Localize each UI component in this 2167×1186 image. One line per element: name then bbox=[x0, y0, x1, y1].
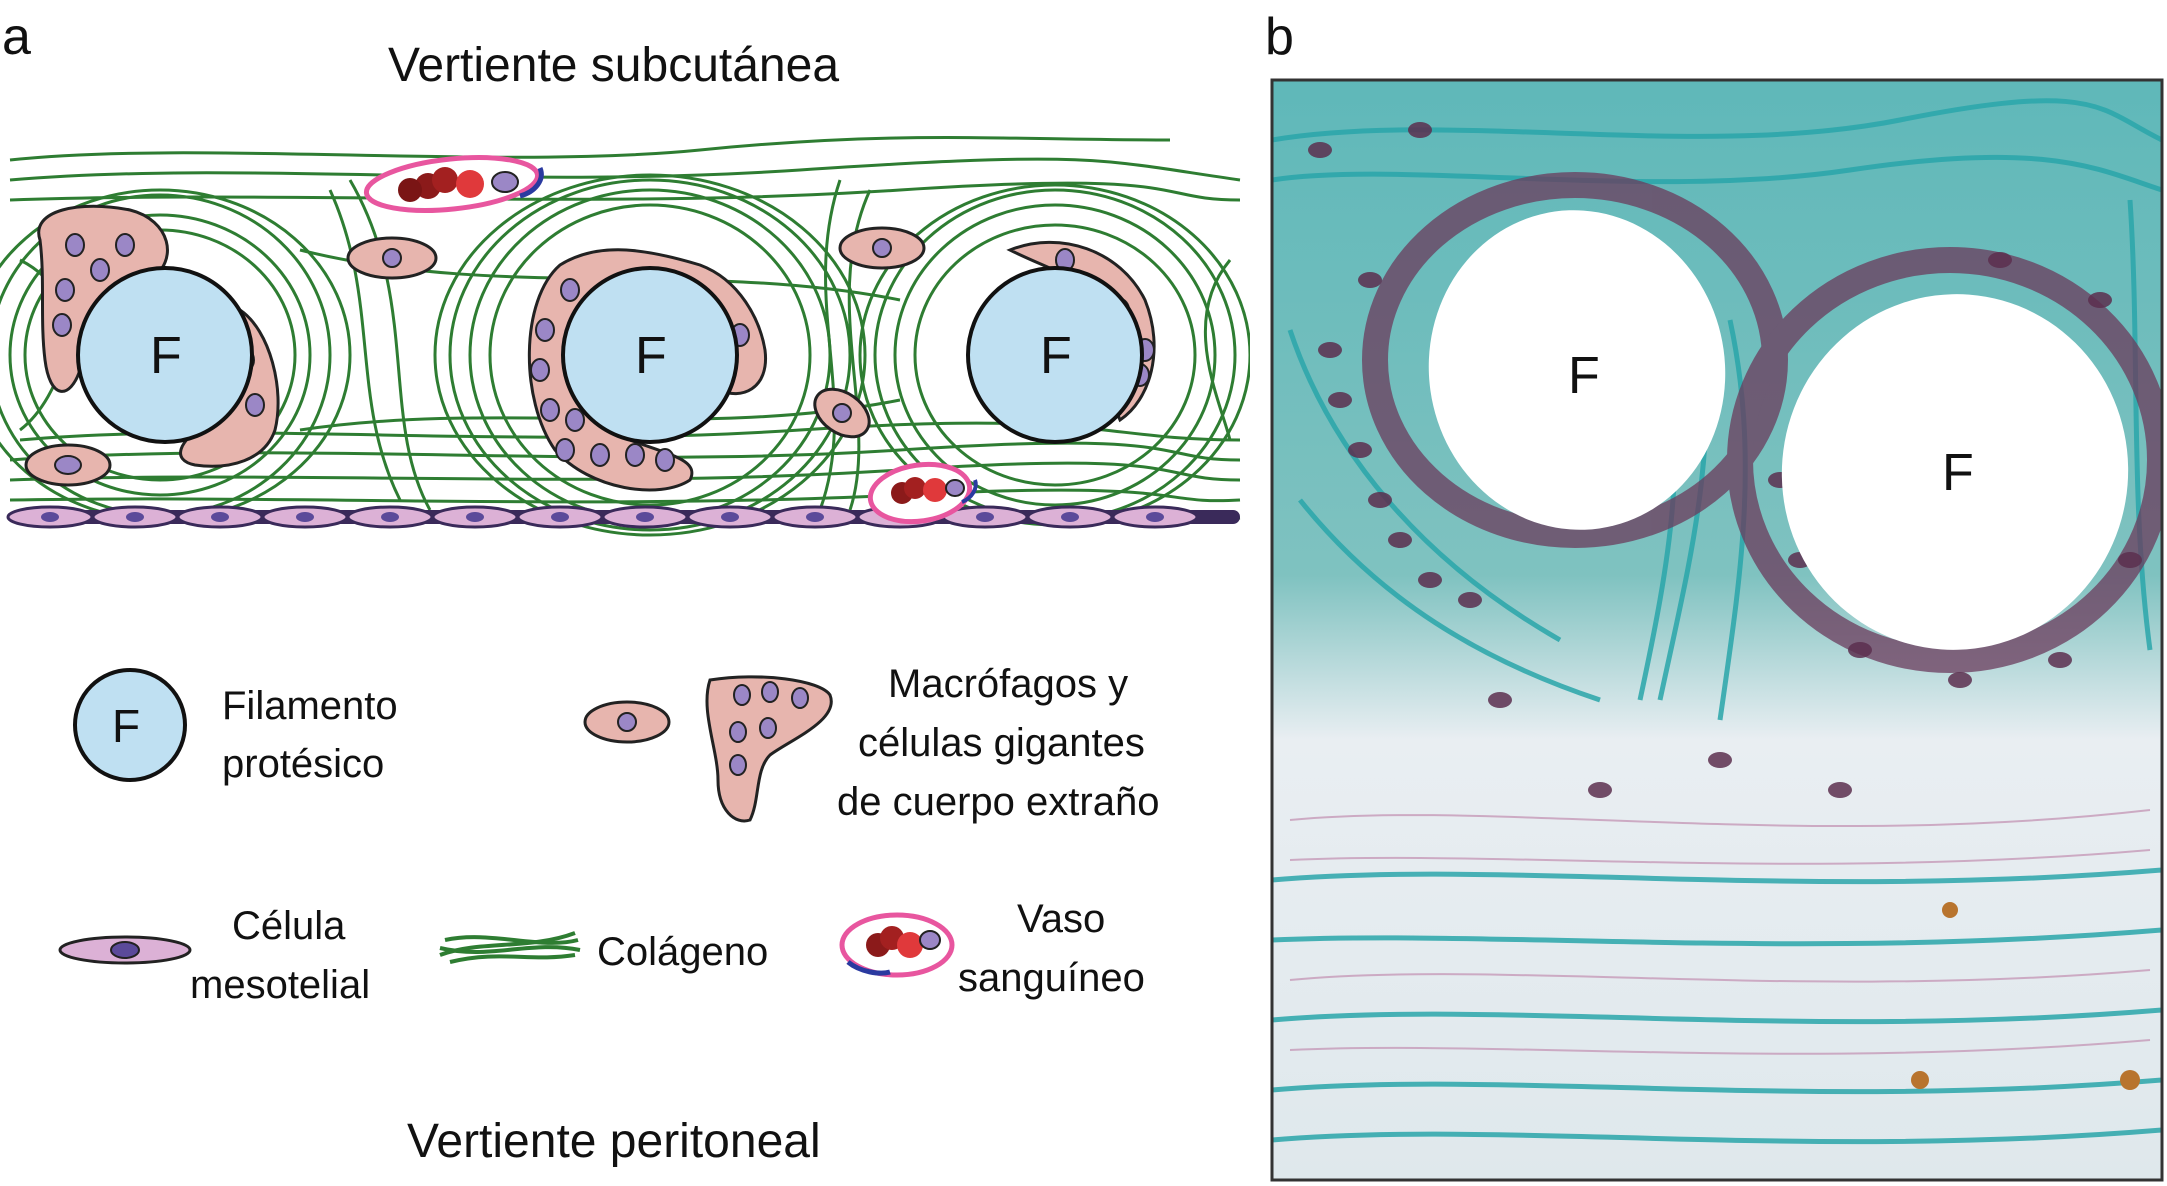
legend-filament-icon bbox=[73, 668, 187, 782]
legend-mesothelial-icon bbox=[58, 935, 192, 965]
peritoneal-side-title: Vertiente peritoneal bbox=[407, 1115, 821, 1168]
panel-b-letter: b bbox=[1265, 8, 1294, 66]
legend-giant-cell-icon bbox=[705, 675, 833, 823]
legend-macrophage-text-2: células gigantes bbox=[858, 721, 1145, 765]
legend-collagen-text: Colágeno bbox=[597, 930, 769, 974]
micrograph-filament-voids bbox=[1428, 210, 2129, 650]
filament-label-2: F bbox=[635, 327, 667, 385]
legend-macrophage-text-3: de cuerpo extraño bbox=[837, 780, 1160, 824]
blood-vessel-bottom bbox=[867, 461, 978, 525]
legend-filament-text-2: protésico bbox=[222, 742, 385, 786]
legend-mesothelial-text-2: mesotelial bbox=[190, 963, 371, 1007]
micrograph-frame bbox=[1270, 78, 2164, 1182]
subcutaneous-side-title: Vertiente subcutánea bbox=[388, 39, 840, 92]
legend-mesothelial-text-1: Célula bbox=[232, 904, 346, 948]
blood-vessel-top bbox=[363, 155, 544, 213]
legend-vessel-icon bbox=[839, 912, 955, 978]
prosthetic-filaments bbox=[76, 266, 1144, 444]
filament-label-1: F bbox=[150, 327, 182, 385]
tissue-diagram: F F F bbox=[0, 136, 1250, 537]
legend-filament-text-1: Filamento bbox=[222, 684, 398, 728]
legend-macrophage-icon bbox=[583, 700, 671, 744]
legend-vessel-text-1: Vaso bbox=[1017, 897, 1106, 941]
micrograph-filament-label-left: F bbox=[1568, 347, 1600, 405]
legend-collagen-icon bbox=[439, 931, 581, 964]
panel-a-letter: a bbox=[2, 8, 31, 66]
legend-macrophage-text-1: Macrófagos y bbox=[888, 662, 1129, 706]
legend-vessel-text-2: sanguíneo bbox=[958, 956, 1145, 1000]
legend-filament-letter: F bbox=[112, 700, 140, 752]
legend-symbols: F bbox=[58, 668, 955, 978]
micrograph-filament-label-right: F bbox=[1942, 444, 1974, 502]
filament-label-3: F bbox=[1040, 327, 1072, 385]
